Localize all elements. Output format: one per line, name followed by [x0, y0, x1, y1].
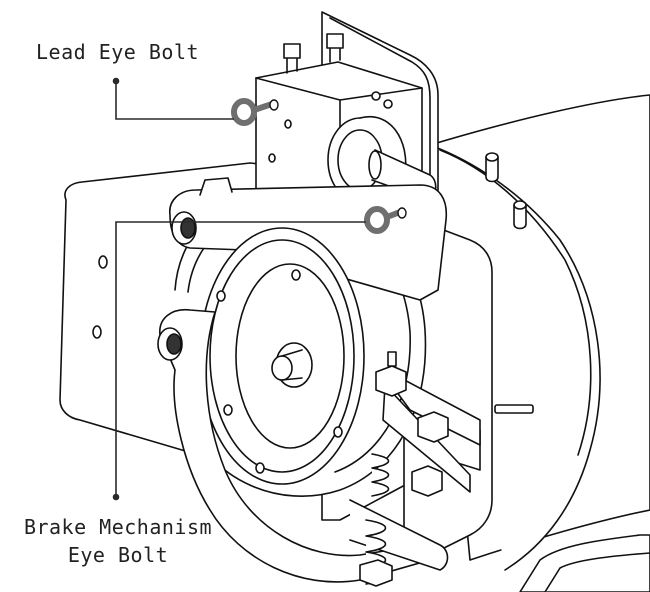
upper-spring — [371, 453, 390, 497]
brake-mechanism-eye-bolt-label: Brake Mechanism Eye Bolt — [10, 513, 226, 569]
cylinder-stud — [485, 152, 499, 183]
lower-pivot-pin — [157, 327, 183, 361]
lead-eye-bolt-label: Lead Eye Bolt — [36, 40, 200, 64]
brake-label-line2: Eye Bolt — [67, 543, 169, 567]
hex-nut — [375, 351, 407, 397]
upper-pivot-pin — [171, 211, 197, 245]
brake-disk — [199, 227, 365, 485]
lead-eye-bolt-leader — [112, 77, 234, 120]
hex-nut — [359, 559, 393, 587]
brake-label-line1: Brake Mechanism — [23, 515, 213, 539]
lead-eye-bolt — [231, 98, 279, 126]
brake-eye-bolt-leader — [112, 221, 366, 501]
lower-bracket-fragment — [519, 534, 650, 592]
hex-nut — [411, 465, 443, 497]
hex-nut — [417, 411, 449, 443]
cylinder-stud — [513, 200, 527, 230]
brake-mechanism-eye-bolt — [364, 206, 407, 234]
